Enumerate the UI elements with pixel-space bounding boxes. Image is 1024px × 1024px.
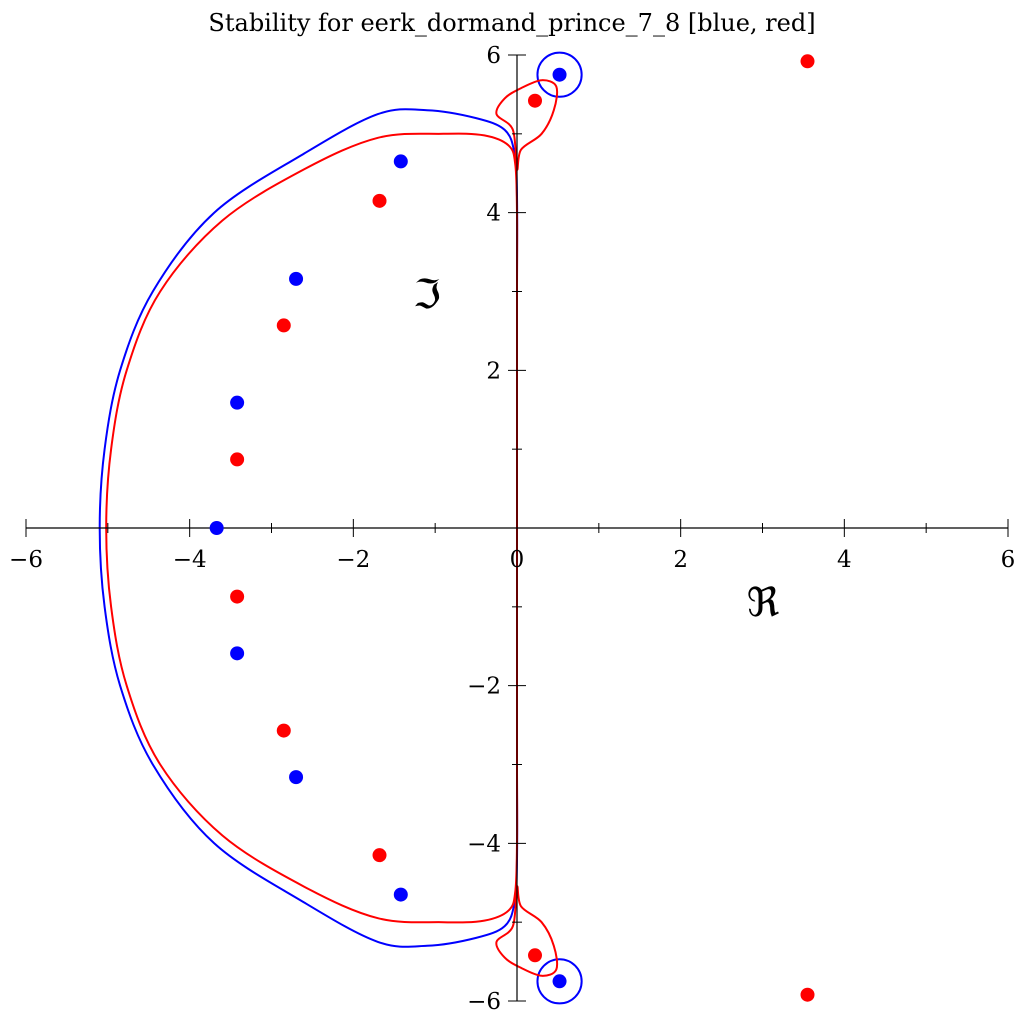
red-stability-lobe — [495, 79, 559, 171]
blue-data-point — [230, 395, 245, 410]
blue-stability-island — [536, 51, 583, 98]
x-axis-label: ℜ — [747, 580, 780, 626]
x-tick-label: 4 — [837, 547, 852, 573]
blue-data-point — [552, 974, 567, 989]
blue-data-point — [289, 770, 304, 785]
x-tick-label: −2 — [336, 547, 370, 573]
chart-title: Stability for eerk_dormand_prince_7_8 [b… — [208, 9, 815, 37]
y-tick-label: 4 — [486, 201, 501, 227]
red-data-point — [230, 452, 245, 467]
y-tick-label: −4 — [467, 831, 501, 857]
x-ticks: −6 −4 −2 0 2 4 6 — [9, 519, 1015, 573]
x-tick-label: 6 — [1001, 547, 1016, 573]
blue-data-point — [209, 521, 224, 535]
red-data-point — [372, 193, 387, 208]
red-data-point — [230, 589, 245, 604]
red-stability-lobe — [495, 885, 559, 977]
red-data-point — [276, 318, 291, 333]
x-tick-label: 2 — [673, 547, 688, 573]
red-data-point — [276, 723, 291, 738]
blue-data-point — [393, 887, 408, 902]
y-axis-label: ℑ — [413, 272, 441, 318]
y-ticks: −6 −4 −2 2 4 6 — [467, 43, 526, 1015]
blue-data-point — [552, 67, 567, 82]
red-data-point — [528, 93, 543, 108]
x-tick-label: 0 — [510, 547, 525, 573]
y-tick-label: 2 — [486, 358, 501, 384]
red-data-point — [800, 987, 815, 1002]
x-tick-label: −4 — [173, 547, 207, 573]
y-tick-label: −2 — [467, 674, 501, 700]
blue-data-point — [289, 271, 304, 286]
blue-stability-island — [536, 958, 583, 1005]
blue-data-point — [230, 646, 245, 661]
y-tick-label: −6 — [467, 989, 501, 1015]
red-data-point — [800, 54, 815, 69]
y-tick-label: 6 — [486, 43, 501, 69]
red-data-point — [528, 948, 543, 963]
x-tick-label: −6 — [9, 547, 43, 573]
blue-data-point — [393, 154, 408, 169]
red-data-point — [372, 848, 387, 863]
data-points — [209, 54, 815, 1002]
